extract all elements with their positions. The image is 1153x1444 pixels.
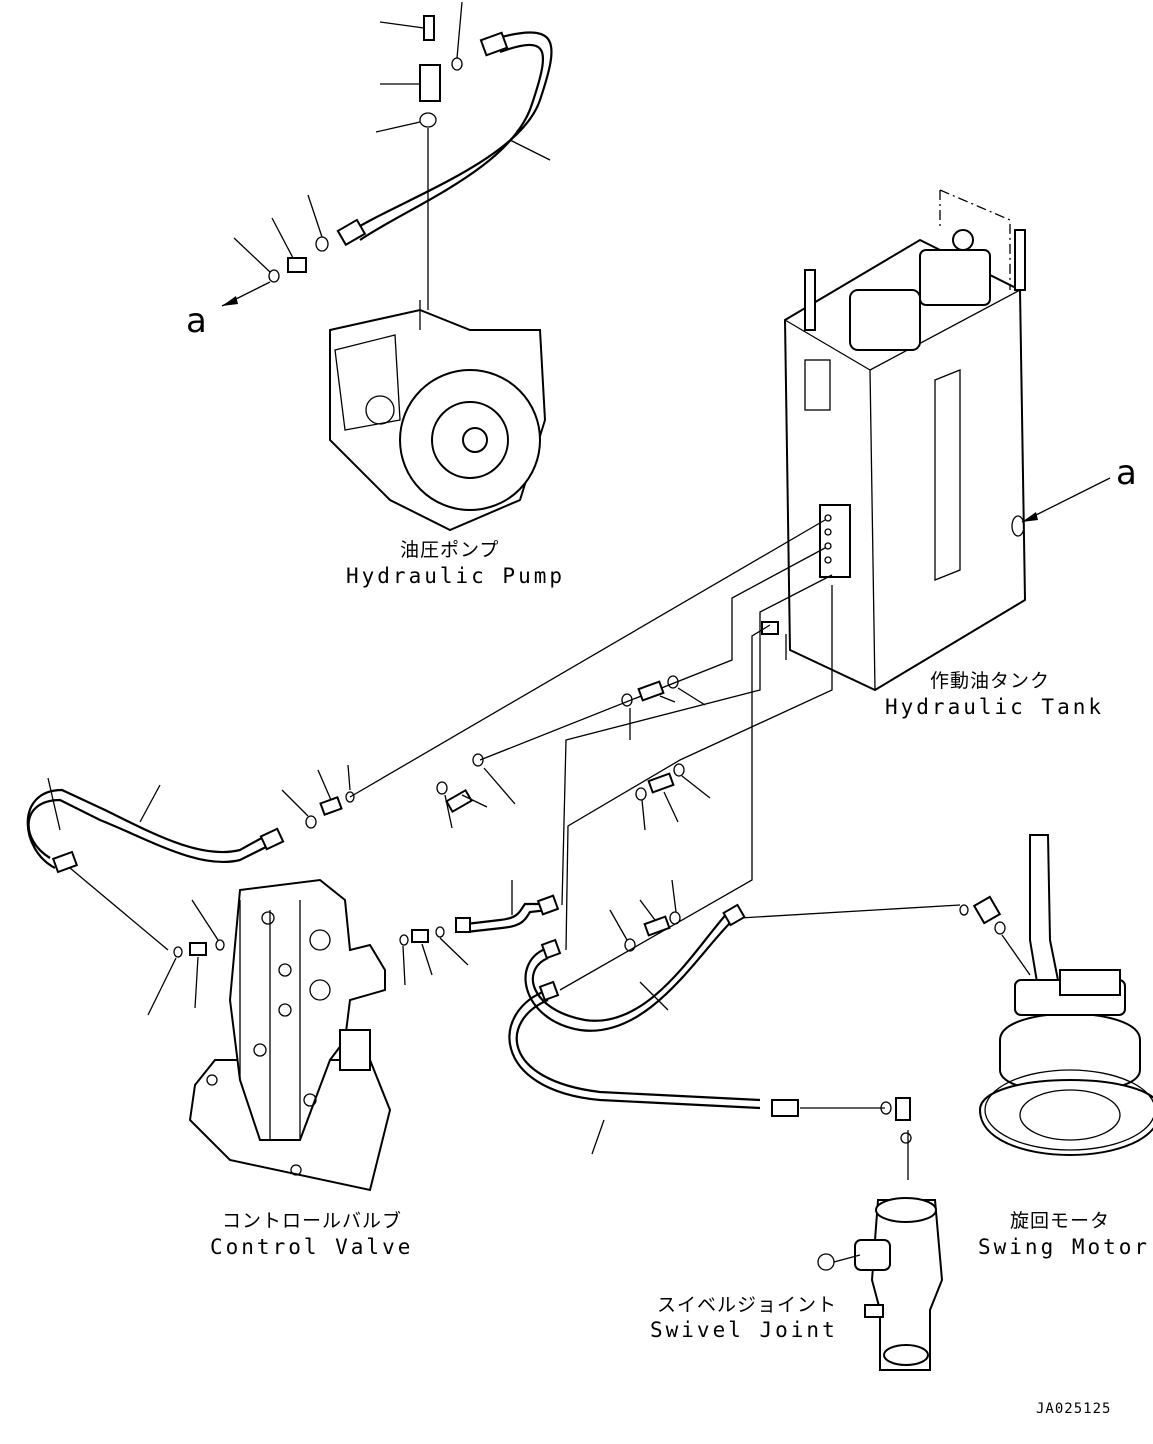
hydraulic-tank-label-en: Hydraulic Tank xyxy=(885,695,1105,719)
reference-arrow-right xyxy=(1011,477,1111,537)
pump-suction-hose xyxy=(233,31,553,283)
piping-leader-lines xyxy=(349,519,961,1180)
control-valve-label-en: Control Valve xyxy=(210,1235,414,1259)
swing-motor-label-jp: 旋回モータ xyxy=(1010,1210,1111,1232)
reference-mark-right: a xyxy=(1116,453,1137,493)
mid-fittings xyxy=(281,675,711,952)
control-valve-hose-right xyxy=(455,880,560,934)
swing-motor-drawing xyxy=(959,834,1153,1156)
swivel-joint-label-en: Swivel Joint xyxy=(650,1318,838,1342)
swivel-joint-drawing xyxy=(817,1097,944,1371)
hydraulic-pump-label-jp: 油圧ポンプ xyxy=(400,539,500,561)
drawing-code: JA025125 xyxy=(1036,1401,1112,1417)
swivel-joint-label-jp: スイベルジョイント xyxy=(657,1294,838,1316)
hydraulic-pump-drawing xyxy=(329,300,547,532)
reference-arrow-left xyxy=(221,281,271,307)
swing-motor-hoses xyxy=(508,903,799,1155)
swing-motor-label-en: Swing Motor xyxy=(978,1235,1151,1259)
reference-mark-left: a xyxy=(186,301,207,341)
control-valve-label-jp: コントロールバルブ xyxy=(222,1210,403,1232)
pump-fittings xyxy=(375,1,463,310)
hydraulic-tank-drawing xyxy=(761,189,1027,692)
control-valve-hose-left xyxy=(26,777,285,951)
hydraulic-tank-label-jp: 作動油タンク xyxy=(930,670,1051,692)
hydraulic-pump-label-en: Hydraulic Pump xyxy=(346,564,566,588)
control-valve-drawing xyxy=(147,878,469,1192)
